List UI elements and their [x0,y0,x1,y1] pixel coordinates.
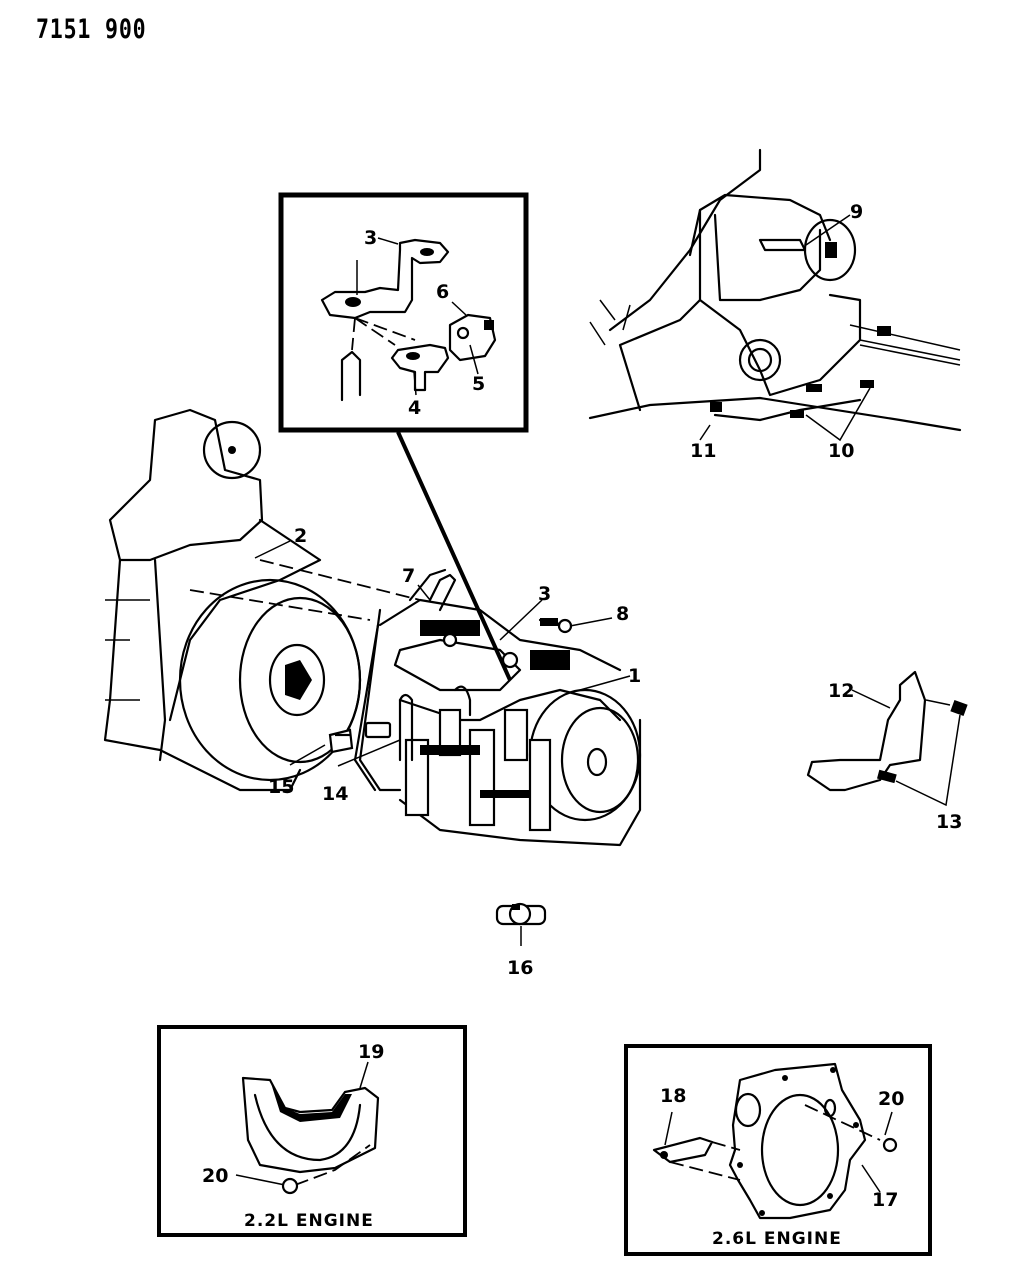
callout-2: 2 [294,525,307,547]
bolt-13a [950,699,968,717]
callout-3-main: 3 [538,583,551,605]
inset-22-engine: 19 20 2.2L ENGINE [157,1025,467,1237]
stud-shape [340,350,362,402]
engine-block [108,408,264,562]
fitting-16-detail: 16 [495,902,547,979]
callout-20a: 20 [202,1165,228,1187]
mount-bore [738,338,782,382]
caption-22-engine: 2.2L ENGINE [244,1211,374,1231]
callout-16: 16 [507,957,533,979]
bracket-3-shape [320,238,450,320]
callout-6: 6 [436,281,449,303]
plug-15 [328,728,354,754]
callout-4: 4 [408,397,421,419]
bolt-9-shape [758,238,807,252]
converter-hub [268,643,326,717]
adapter-plate-opening [760,1093,840,1207]
bracket-12-shape [806,670,927,792]
dust-cover-19 [241,1076,380,1174]
callout-15: 15 [268,776,294,798]
inset-connector-line [396,431,512,681]
document-number: 7151 900 [36,14,147,45]
callout-5: 5 [472,373,485,395]
callout-3-inset: 3 [364,227,377,249]
cooler-line [353,623,380,792]
solenoid-c [468,728,496,827]
callout-13: 13 [936,811,962,833]
side-bracket-detail: 12 13 [806,670,968,833]
caption-26-engine: 2.6L ENGINE [712,1229,842,1249]
inset-bracket-detail: 3 6 5 4 [278,192,529,433]
torque-converter-face [238,596,362,764]
inset-22-frame [157,1025,467,1237]
bolt-13b [877,769,897,784]
callout-14: 14 [322,783,348,805]
dipstick-tube [398,693,414,762]
bracket-5-shape [448,313,497,362]
callout-9: 9 [850,201,863,223]
bolt-20b [882,1137,898,1153]
mount-body [713,213,822,302]
callout-12: 12 [828,680,854,702]
callout-11: 11 [690,440,716,462]
inset-bracket-frame [278,192,529,433]
callout-7: 7 [402,565,415,587]
callout-18: 18 [660,1085,686,1107]
bracket-18 [652,1136,714,1164]
callout-20b: 20 [878,1088,904,1110]
bolt-20a [281,1177,299,1195]
callout-17: 17 [872,1189,898,1211]
callout-8: 8 [616,603,629,625]
inset-engine-mount: 9 11 10 [588,148,962,462]
clip-14 [364,721,392,739]
inset-26-engine: 18 20 17 2.6L ENGINE [624,1044,932,1256]
adapter-plate-17 [728,1062,867,1220]
transaxle-top [378,598,622,672]
callout-10: 10 [828,440,854,462]
engine-pulley [202,420,262,480]
callout-1: 1 [628,665,641,687]
bracket-4-shape [390,343,450,392]
main-transaxle-illustration: 2 7 3 8 1 15 14 [103,408,641,847]
frame-rail [588,396,962,432]
callout-19: 19 [358,1041,384,1063]
inset-26-frame [624,1044,932,1256]
